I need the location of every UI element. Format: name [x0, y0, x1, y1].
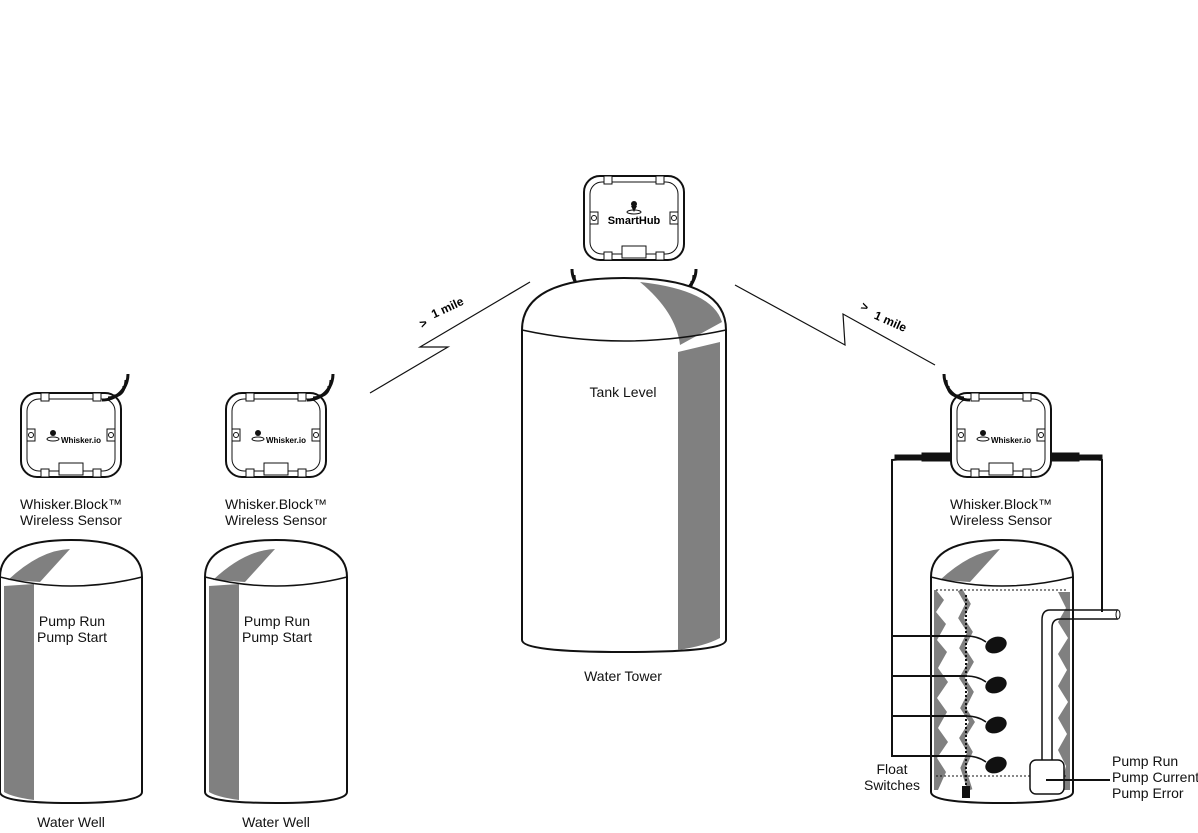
distance-text: 1 mile [429, 294, 466, 321]
whisker-block-device: Whisker.io [20, 392, 122, 478]
well-signal-line1: Pump Run [243, 613, 311, 629]
sensor-label-line2: Wireless Sensor [20, 512, 122, 528]
float-label-line2: Switches [863, 777, 921, 793]
whisker-logo-text: Whisker.io [266, 436, 306, 445]
tower-name: Water Tower [584, 668, 662, 684]
whisker-block-device: Whisker.io [950, 392, 1052, 478]
smarthub-logo-text: SmartHub [608, 215, 661, 227]
wireless-link-left [369, 281, 531, 394]
pump-signal-line2: Pump Current [1112, 769, 1198, 785]
pump-signal-line1: Pump Run [1112, 753, 1179, 769]
float-switch [892, 715, 1007, 734]
pump-signals: Pump Run Pump Current Pump Error [1112, 753, 1198, 801]
sensor-cables [891, 452, 1103, 757]
well-signal-line1: Pump Run [38, 613, 106, 629]
float-label-line1: Float [876, 761, 908, 777]
sensor-label-line2: Wireless Sensor [225, 512, 327, 528]
well-signals: Pump Run Pump Start [22, 613, 122, 645]
distance-prefix: > [417, 316, 429, 332]
tower-signal: Tank Level [589, 384, 657, 400]
smarthub-device: SmartHub [583, 175, 685, 261]
float-switch [892, 755, 1007, 774]
well-signal-line2: Pump Start [241, 629, 313, 645]
distance-text: 1 mile [872, 308, 909, 335]
float-switch [892, 635, 1007, 654]
float-switches [892, 635, 1007, 774]
wireless-link-right [734, 284, 936, 366]
sensor-label-line1: Whisker.Block™ [225, 496, 327, 512]
distance-prefix: > [859, 299, 871, 315]
distance-label-left: > 1 mile [417, 294, 466, 332]
whisker-block-device: Whisker.io [225, 392, 327, 478]
sensor-label-line1: Whisker.Block™ [20, 496, 122, 512]
sensor-label: Whisker.Block™ Wireless Sensor [6, 496, 136, 528]
distance-label-right: > 1 mile [859, 299, 909, 335]
water-well [0, 538, 143, 805]
whisker-logo-text: Whisker.io [61, 436, 101, 445]
sensor-label-line1: Whisker.Block™ [950, 496, 1052, 512]
well-signals: Pump Run Pump Start [227, 613, 327, 645]
sensor-label: Whisker.Block™ Wireless Sensor [211, 496, 341, 528]
water-well [204, 538, 348, 805]
float-switch [892, 675, 1007, 694]
well-name: Water Well [37, 814, 105, 830]
well-signal-line2: Pump Start [36, 629, 108, 645]
well-name: Water Well [242, 814, 310, 830]
float-switches-label: Float Switches [852, 761, 932, 793]
pump-signal-line3: Pump Error [1112, 785, 1184, 801]
whisker-logo-text: Whisker.io [991, 436, 1031, 445]
sensor-label-line2: Wireless Sensor [950, 512, 1052, 528]
sensor-label: Whisker.Block™ Wireless Sensor [936, 496, 1066, 528]
location-pin-icon [631, 201, 637, 207]
water-well-cutaway [930, 538, 1121, 805]
water-tower [521, 276, 727, 654]
